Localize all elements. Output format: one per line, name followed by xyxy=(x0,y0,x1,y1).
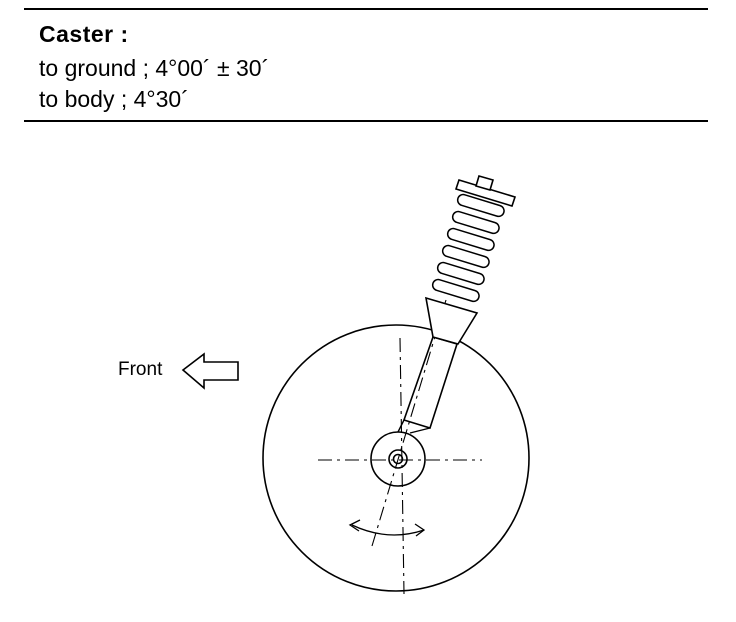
spring-coil xyxy=(431,278,480,303)
spring-coil xyxy=(451,210,500,235)
upper-mount-nut xyxy=(475,175,494,191)
spring-coil xyxy=(441,244,490,269)
bottom-rule xyxy=(24,120,708,122)
front-arrow-icon xyxy=(181,352,239,390)
caster-spec-box: Caster : to ground ; 4°00´ ± 30´ to body… xyxy=(24,8,708,122)
steering-axis-line xyxy=(371,299,447,547)
wheel-circle xyxy=(262,324,530,592)
spring-coil xyxy=(456,193,505,218)
spec-title: Caster : xyxy=(39,21,129,47)
arc-arrow-right xyxy=(414,523,426,537)
strut-rod-left xyxy=(397,419,405,433)
upper-mount-plate xyxy=(454,179,517,207)
spec-to-body: to body ; 4°30´ xyxy=(39,86,189,112)
arc-arrow-left xyxy=(348,519,361,532)
caster-angle-arc xyxy=(351,524,425,536)
top-rule xyxy=(24,8,708,10)
strut-rod-right xyxy=(409,427,431,434)
spring-coil xyxy=(446,227,495,252)
center-lines xyxy=(318,299,482,595)
vertical-center-line xyxy=(399,337,405,595)
upper-mount xyxy=(454,175,517,207)
front-label: Front xyxy=(118,359,163,380)
coil-spring xyxy=(431,193,505,303)
spring-seat xyxy=(424,296,479,345)
spring-coil xyxy=(436,261,485,286)
hub-middle-circle xyxy=(388,449,408,469)
hub-inner-circle xyxy=(392,453,404,465)
spec-to-ground: to ground ; 4°00´ ± 30´ xyxy=(39,55,270,81)
